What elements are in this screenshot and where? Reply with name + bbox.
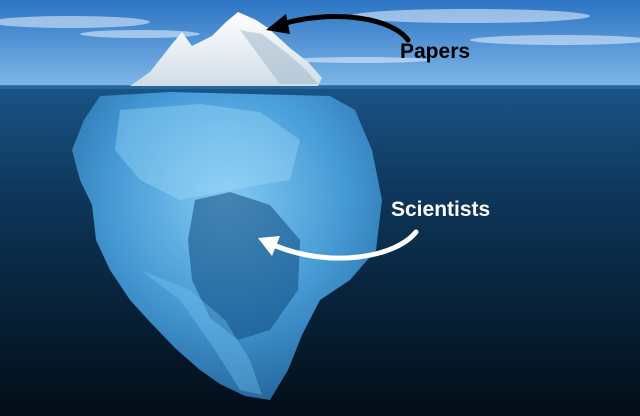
papers-arrowhead — [266, 14, 290, 34]
scientists-label: Scientists — [391, 198, 491, 221]
ice-cave — [188, 192, 300, 340]
ice-lower-highlight — [140, 270, 262, 395]
ice-highlight — [115, 104, 300, 200]
waterline — [0, 85, 640, 89]
clouds — [0, 9, 640, 63]
scientists-arrowhead — [258, 236, 280, 256]
papers-label: Papers — [400, 40, 471, 63]
papers-arrow — [279, 14, 411, 43]
tip-shadow — [240, 30, 318, 84]
scientists-arrow — [273, 229, 419, 261]
